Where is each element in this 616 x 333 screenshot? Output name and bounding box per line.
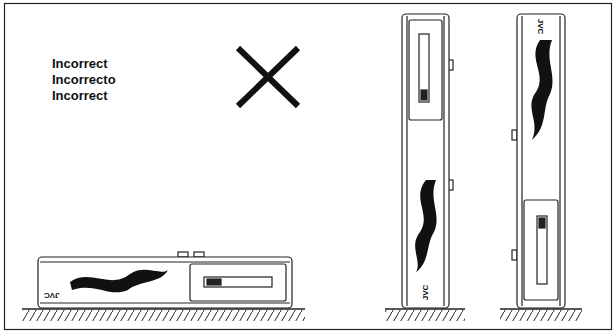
brand-mark: JVC <box>421 285 430 301</box>
frame <box>5 4 612 330</box>
heading-text: Incorrect <box>52 56 108 72</box>
brand-mark: JVC <box>536 19 545 35</box>
heading-text: Incorrect <box>52 88 108 104</box>
heading-text: Incorrecto <box>52 72 116 88</box>
ground <box>22 309 582 321</box>
changer-horizontal <box>38 252 292 308</box>
cross-mark <box>238 48 298 106</box>
changer-vertical-door-up <box>402 14 453 308</box>
changer-vertical-door-down <box>512 14 565 308</box>
brand-mark: JVC <box>44 291 60 300</box>
